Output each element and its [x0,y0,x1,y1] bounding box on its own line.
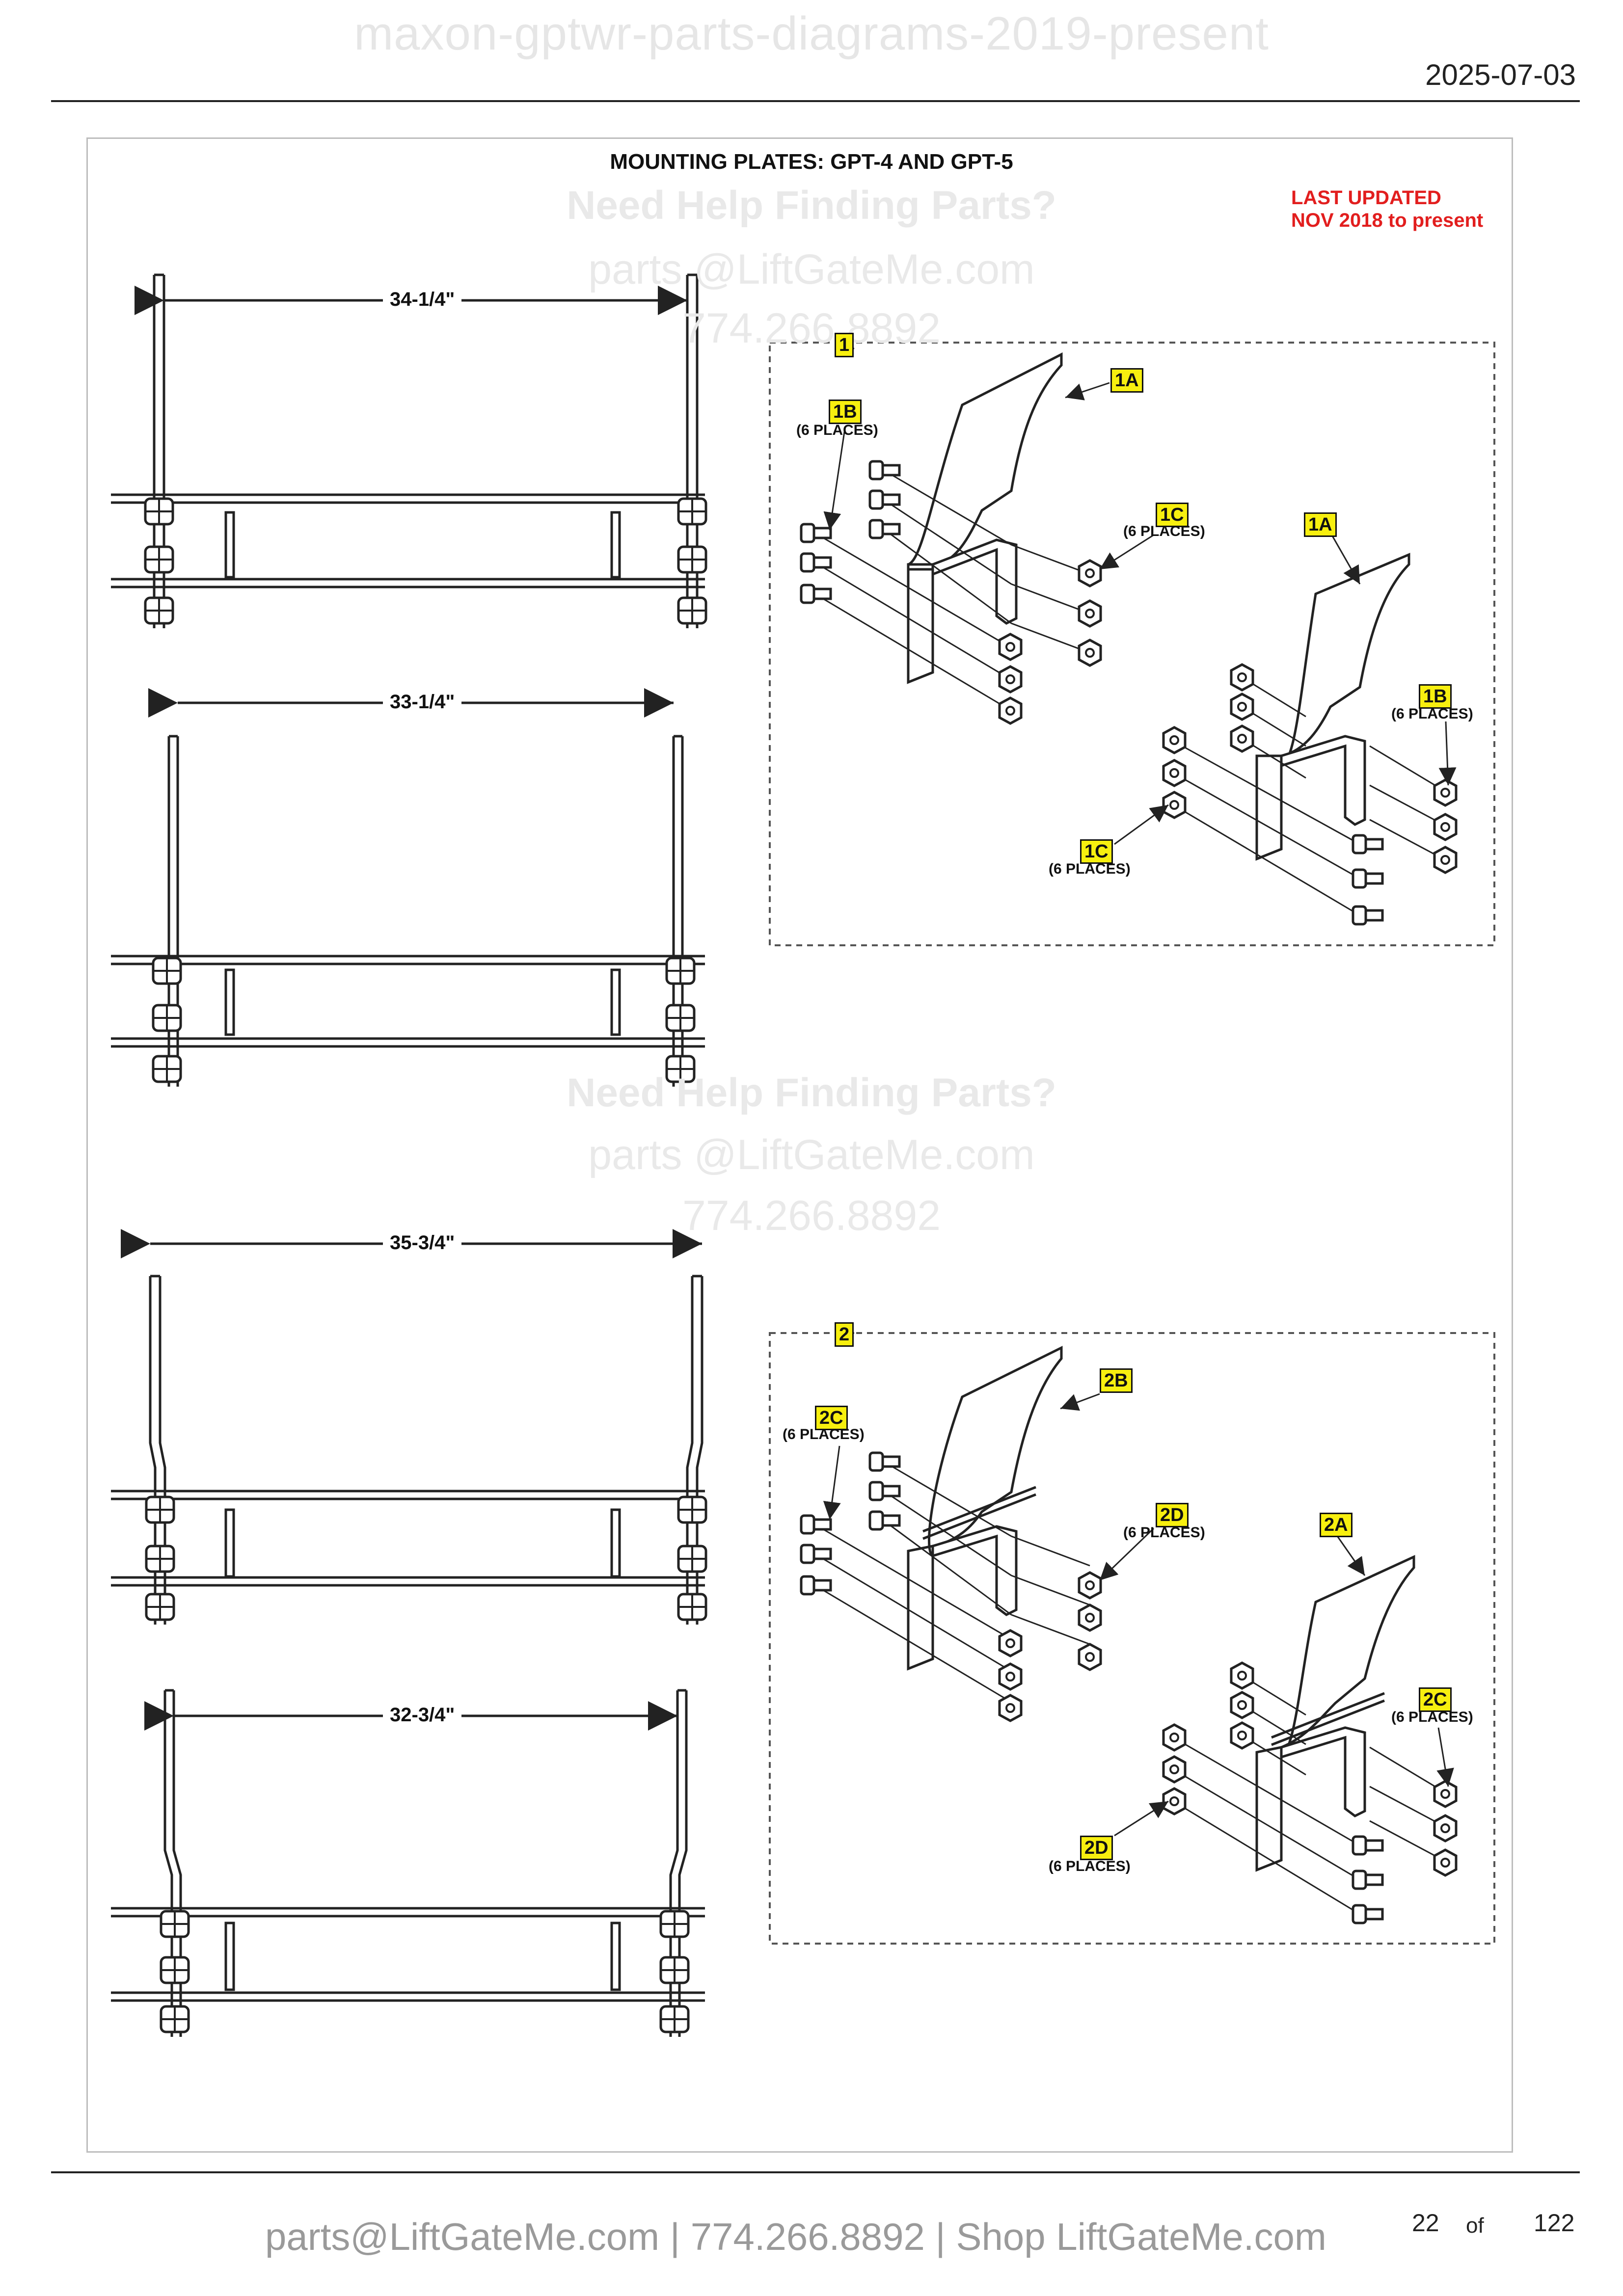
watermark-email: parts @LiftGateMe.com [588,246,1035,293]
places-label: (6 PLACES) [1123,1524,1205,1541]
last-updated-note: LAST UPDATED NOV 2018 to present [1291,187,1483,232]
last-updated-label: LAST UPDATED [1291,187,1441,209]
callout-1b: 1B [1419,684,1452,709]
header-divider [51,100,1580,102]
places-label: (6 PLACES) [1049,861,1131,877]
callout-2b: 2B [1100,1368,1133,1393]
callout-2c: 2C [1419,1687,1452,1712]
callout-2a: 2A [1320,1513,1352,1537]
callout-1a: 1A [1110,368,1143,393]
places-label: (6 PLACES) [1391,1709,1473,1725]
watermark-email: parts @LiftGateMe.com [588,1131,1035,1178]
places-label: (6 PLACES) [1391,706,1473,722]
watermark-phone: 774.266.8892 [682,305,941,352]
callout-group-1: 1 [835,333,854,357]
diagram-title: MOUNTING PLATES: GPT-4 AND GPT-5 [610,150,1013,174]
places-label: (6 PLACES) [1123,523,1205,539]
places-label: (6 PLACES) [1049,1858,1131,1874]
dimension-label: 35-3/4" [383,1232,462,1254]
footer-divider [51,2171,1580,2173]
callout-1b: 1B [829,400,862,424]
last-updated-range: NOV 2018 to present [1291,210,1484,231]
callout-2c: 2C [815,1406,848,1430]
dimension-label: 34-1/4" [383,289,462,311]
places-label: (6 PLACES) [796,422,878,438]
watermark-phone: 774.266.8892 [682,1192,941,1239]
watermark-help: Need Help Finding Parts? [567,1070,1056,1115]
callout-group-2: 2 [835,1322,854,1347]
page-current: 22 [1412,2209,1439,2237]
document-date: 2025-07-03 [1425,58,1576,91]
watermark-help: Need Help Finding Parts? [567,183,1056,228]
callout-1c: 1C [1156,503,1189,527]
places-label: (6 PLACES) [783,1426,865,1442]
document-title: maxon-gptwr-parts-diagrams-2019-present [354,7,1269,60]
callout-1c: 1C [1080,839,1113,864]
dimension-label: 33-1/4" [383,691,462,713]
footer-contact: parts@LiftGateMe.com | 774.266.8892 | Sh… [265,2215,1326,2258]
page-of: of [1466,2214,1484,2238]
page-total: 122 [1534,2209,1575,2237]
callout-2d: 2D [1080,1836,1113,1860]
callout-2d: 2D [1156,1503,1189,1527]
dimension-label: 32-3/4" [383,1704,462,1726]
callout-1a: 1A [1304,512,1337,537]
diagram-frame [86,137,1513,2153]
